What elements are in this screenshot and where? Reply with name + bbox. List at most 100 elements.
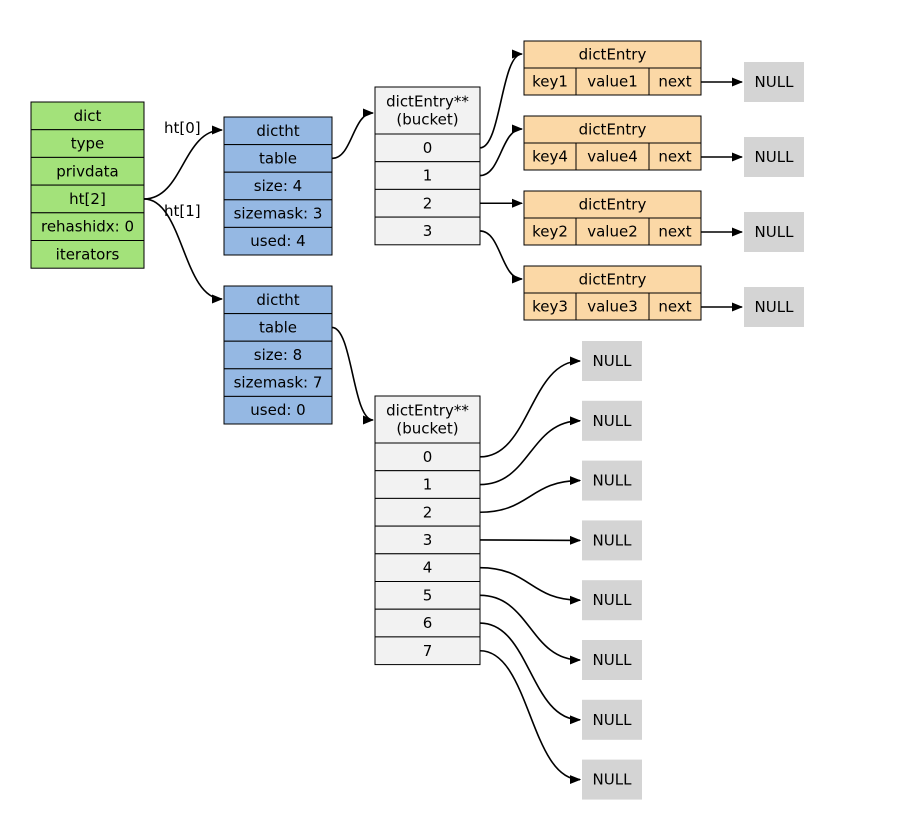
edge-ht1-bucket-7 <box>479 649 582 785</box>
ht1-bucket-header-text: dictEntry** <box>386 402 469 420</box>
ht0-bucket-2: 2 <box>374 188 481 218</box>
ht0-bucket-header-text: (bucket) <box>396 111 458 129</box>
ht0-row-2: size: 4 <box>223 171 333 201</box>
edge-labels: ht[0] ht[1] <box>164 119 201 220</box>
ht0-row-1-text: table <box>259 149 297 167</box>
dict-row-5: iterators <box>30 240 145 269</box>
ht1-null-1 <box>582 400 642 441</box>
entry-2-title-box <box>523 190 702 219</box>
ht1-row-0-box <box>223 285 333 315</box>
ht1-null-3 <box>582 520 642 561</box>
dict-row-5-box <box>30 240 145 269</box>
ht0-bucket-1: 1 <box>374 161 481 190</box>
dict-row-3-text: ht[2] <box>69 190 106 208</box>
ht1-bucket-header-text: (bucket) <box>396 420 458 438</box>
ht1-bucket-5-text: 5 <box>423 586 433 604</box>
edge-ht1-bucket-0 <box>479 356 582 458</box>
entry-0-null-text: NULL <box>755 73 795 91</box>
edge-label-ht0: ht[0] <box>164 119 201 137</box>
entry-2-title-text: dictEntry <box>579 196 647 214</box>
ht1-bucket-6-text: 6 <box>423 614 433 632</box>
entry-0-null <box>744 62 804 102</box>
entry-0-next-box <box>648 67 702 96</box>
ht1-bucket-0-text: 0 <box>423 448 433 466</box>
dict-row-0: dict <box>30 101 145 131</box>
entry-1-key: key4 <box>523 142 577 171</box>
ht1-bucket-7-text: 7 <box>423 642 433 660</box>
entry-1-value: value4 <box>575 142 650 171</box>
ht0-bucket-2-text: 2 <box>423 194 433 212</box>
edge-ht1-bucket-6 <box>479 622 582 725</box>
ht1-null-6-text: NULL <box>593 711 633 729</box>
entry-3-null-text: NULL <box>755 298 795 316</box>
entry-0-key-text: key1 <box>532 73 568 91</box>
edge-ht1-bucket-2 <box>479 476 582 514</box>
ht0-row-0: dictht <box>223 116 333 146</box>
entry-1-title-box <box>523 115 702 144</box>
edge-ht1-table <box>331 326 375 425</box>
ht1-null-1-text: NULL <box>593 412 633 430</box>
edge-bucket1-entry <box>479 124 524 177</box>
ht1-row-1-text: table <box>259 318 297 336</box>
entry-2-null <box>744 212 804 252</box>
edge-ht0-table <box>331 108 375 160</box>
ht1-row-2: size: 8 <box>223 340 333 370</box>
entry-1-value-text: value4 <box>587 148 638 166</box>
edge-ht1-bucket-1 <box>479 416 582 486</box>
entry-3-next-box <box>648 292 702 321</box>
ht0-row-0-box <box>223 116 333 146</box>
ht0-row-4-box <box>223 226 333 256</box>
entry-3-value-box <box>575 292 650 321</box>
dict-row-4-text: rehashidx: 0 <box>41 218 134 236</box>
ht1-bucket-header: dictEntry**(bucket) <box>374 395 481 444</box>
ht0-row-4: used: 4 <box>223 226 333 256</box>
ht1-null-7-text: NULL <box>593 771 633 789</box>
entry-3-next: next <box>648 292 702 321</box>
ht0-bucket-0-text: 0 <box>423 139 433 157</box>
ht1-bucket-4: 4 <box>374 553 481 582</box>
ht1-row-4: used: 0 <box>223 395 333 425</box>
entry-2-title: dictEntry <box>523 190 702 219</box>
edge-ht1-bucket-5 <box>479 594 582 665</box>
ht1-bucket-3-text: 3 <box>423 531 433 549</box>
ht1-bucket-4-text: 4 <box>423 559 433 577</box>
entry-0-key: key1 <box>523 67 577 96</box>
entry-1-key-text: key4 <box>532 148 568 166</box>
entry-3-value-text: value3 <box>587 298 638 316</box>
entry-2-next: next <box>648 217 702 246</box>
entry-3-title: dictEntry <box>523 265 702 294</box>
entry-2-next-text: next <box>658 223 691 241</box>
entry-1-next-text: next <box>658 148 691 166</box>
ht0-bucket-1-text: 1 <box>423 167 433 185</box>
entry-1-next-box <box>648 142 702 171</box>
ht1-bucket-1: 1 <box>374 470 481 499</box>
ht1-row-3-box <box>223 368 333 397</box>
entry-0-next-text: next <box>658 73 691 91</box>
ht1-row-3: sizemask: 7 <box>223 368 333 397</box>
entry-0-value-text: value1 <box>587 73 638 91</box>
ht1-bucket-3: 3 <box>374 525 481 555</box>
ht0-row-2-text: size: 4 <box>254 177 302 195</box>
entry-3-value: value3 <box>575 292 650 321</box>
entry-1-next: next <box>648 142 702 171</box>
ht1-row-1: table <box>223 313 333 342</box>
ht1-bucket-0: 0 <box>374 442 481 472</box>
dict-row-1-box <box>30 129 145 158</box>
edge-label-ht1: ht[1] <box>164 202 201 220</box>
entry-1-null-text: NULL <box>755 148 795 166</box>
ht1-row-2-text: size: 8 <box>254 346 302 364</box>
entry-2-next-box <box>648 217 702 246</box>
ht1-bucket-7-box <box>374 636 481 666</box>
edge-ht1 <box>143 198 224 304</box>
ht0-row-2-box <box>223 171 333 201</box>
ht0-row-1-box <box>223 144 333 173</box>
entry-3-key-box <box>523 292 577 321</box>
ht1-bucket-5-box <box>374 581 481 610</box>
ht0-bucket-0-box <box>374 133 481 163</box>
entry-3-title-box <box>523 265 702 294</box>
ht1-null-7 <box>582 759 642 800</box>
edge-ht1-bucket-4 <box>479 566 582 605</box>
ht1-bucket-1-text: 1 <box>423 476 433 494</box>
